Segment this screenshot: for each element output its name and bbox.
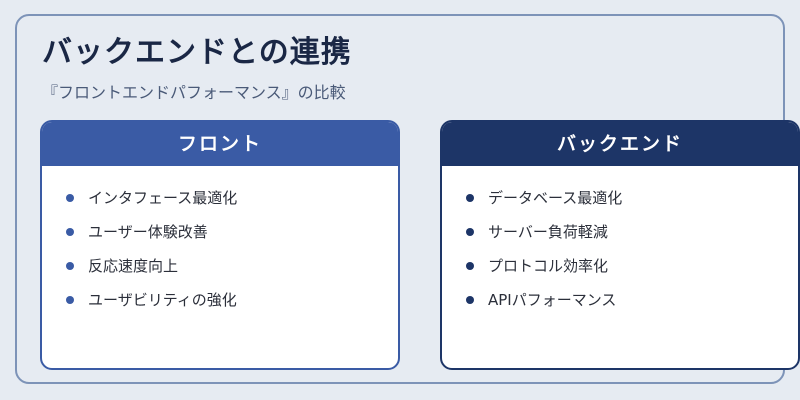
list-item: APIパフォーマンス (442, 290, 622, 324)
back-card-header: バックエンド (442, 122, 798, 166)
list-item-label: データベース最適化 (488, 189, 623, 207)
list-item-label: サーバー負荷軽減 (488, 223, 608, 241)
page-title: バックエンドとの連携 (42, 35, 352, 70)
back-card: バックエンド データベース最適化 サーバー負荷軽減 プロトコル効率化 APIパフ… (440, 120, 800, 370)
front-card-header: フロント (42, 122, 398, 166)
list-item: データベース最適化 (442, 188, 622, 222)
page-subtitle: 『フロントエンドパフォーマンス』の比較 (42, 83, 346, 102)
list-item-label: 反応速度向上 (88, 257, 179, 275)
front-item-list: インタフェース最適化 ユーザー体験改善 反応速度向上 ユーザビリティの強化 (42, 188, 237, 324)
list-item: インタフェース最適化 (42, 188, 237, 222)
list-item: プロトコル効率化 (442, 256, 622, 290)
bullet-icon (466, 262, 474, 270)
list-item: ユーザビリティの強化 (42, 290, 237, 324)
list-item-label: ユーザビリティの強化 (88, 291, 237, 309)
list-item: 反応速度向上 (42, 256, 237, 290)
bullet-icon (66, 262, 74, 270)
back-item-list: データベース最適化 サーバー負荷軽減 プロトコル効率化 APIパフォーマンス (442, 188, 622, 324)
list-item-label: インタフェース最適化 (88, 189, 238, 207)
list-item: ユーザー体験改善 (42, 222, 237, 256)
list-item-label: APIパフォーマンス (488, 291, 617, 309)
bullet-icon (66, 296, 74, 304)
front-card: フロント インタフェース最適化 ユーザー体験改善 反応速度向上 ユーザビリティの… (40, 120, 400, 370)
list-item: サーバー負荷軽減 (442, 222, 622, 256)
bullet-icon (466, 296, 474, 304)
bullet-icon (66, 228, 74, 236)
bullet-icon (466, 228, 474, 236)
bullet-icon (466, 194, 474, 202)
list-item-label: プロトコル効率化 (488, 257, 609, 275)
bullet-icon (66, 194, 74, 202)
list-item-label: ユーザー体験改善 (88, 223, 208, 241)
